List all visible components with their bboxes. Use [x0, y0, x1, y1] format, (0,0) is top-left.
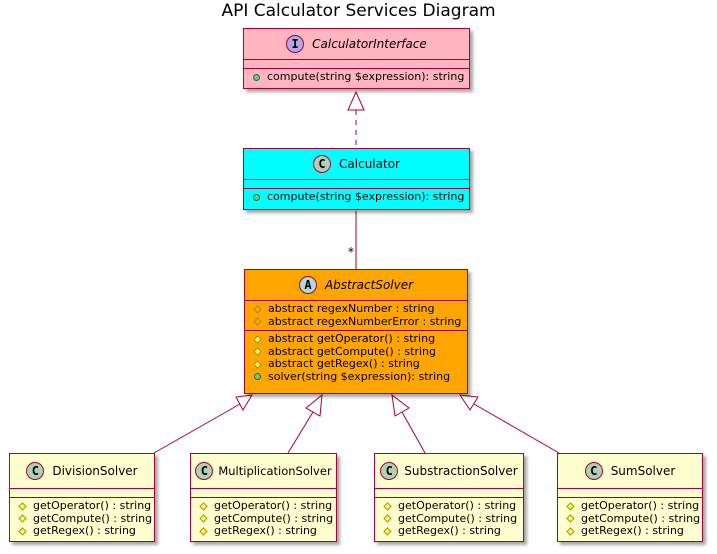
class-header: C MultiplicationSolver	[191, 454, 336, 489]
fields-section	[558, 489, 702, 498]
method-row: getOperator() : string	[566, 499, 699, 513]
class-name: SubstractionSolver	[404, 464, 518, 478]
fields-section	[244, 60, 469, 69]
class-badge-icon: C	[313, 155, 332, 173]
class-badge-icon: C	[195, 462, 214, 480]
field-row: abstract regexNumber : string	[253, 302, 461, 316]
protected-visibility-icon	[253, 347, 262, 356]
method-row: compute(string $expression): string	[252, 190, 464, 204]
method-row: getCompute() : string	[383, 512, 517, 526]
fields-section	[375, 489, 523, 498]
class-name: AbstractSolver	[324, 278, 414, 292]
class-header: C DivisionSolver	[10, 454, 154, 489]
public-visibility-icon	[253, 372, 262, 381]
diagram-title: API Calculator Services Diagram	[221, 1, 496, 21]
method-row: getRegex() : string	[199, 524, 330, 538]
protected-visibility-icon	[253, 360, 262, 369]
methods-section: getOperator() : string getCompute() : st…	[558, 498, 702, 540]
public-visibility-icon	[252, 193, 261, 202]
methods-section: getOperator() : string getCompute() : st…	[375, 498, 523, 540]
fields-section: abstract regexNumber : string abstract r…	[245, 301, 467, 331]
method-row: getCompute() : string	[199, 512, 333, 526]
class-badge-icon: C	[584, 462, 603, 480]
class-name: CalculatorInterface	[312, 37, 427, 51]
method-row: getCompute() : string	[566, 512, 700, 526]
method-row: solver(string $expression): string	[253, 370, 461, 384]
inheritance-edge-substraction	[391, 393, 426, 454]
field-row: abstract regexNumberError : string	[253, 315, 461, 329]
protected-visibility-icon	[566, 514, 575, 523]
method-row: getRegex() : string	[383, 524, 517, 538]
calculator-interface-class[interactable]: I CalculatorInterface compute(string $ex…	[243, 28, 470, 89]
method-row: compute(string $expression): string	[252, 70, 464, 84]
protected-visibility-icon	[199, 514, 208, 523]
protected-visibility-icon	[18, 502, 27, 511]
protected-visibility-icon	[566, 527, 575, 536]
abstract-badge-icon: A	[298, 276, 317, 294]
method-row: getOperator() : string	[383, 499, 517, 513]
fields-section	[244, 180, 469, 189]
method-row: getOperator() : string	[199, 499, 332, 513]
protected-visibility-icon	[18, 527, 27, 536]
method-row: getRegex() : string	[566, 524, 696, 538]
class-badge-icon: C	[380, 462, 399, 480]
sum-solver-class[interactable]: C SumSolver getOperator() : string getCo…	[557, 453, 703, 542]
protected-visibility-icon	[199, 502, 208, 511]
inheritance-edge-sum	[458, 394, 560, 454]
protected-visibility-icon	[383, 514, 392, 523]
division-solver-class[interactable]: C DivisionSolver getOperator() : string …	[9, 453, 155, 542]
class-header: C Calculator	[244, 149, 469, 180]
realization-edge	[347, 90, 365, 148]
method-row: getCompute() : string	[18, 512, 152, 526]
protected-visibility-icon	[253, 335, 262, 344]
methods-section: abstract getOperator() : string abstract…	[245, 331, 467, 385]
protected-visibility-icon	[383, 527, 392, 536]
methods-section: compute(string $expression): string	[244, 69, 469, 86]
public-visibility-icon	[252, 73, 261, 82]
abstract-solver-class[interactable]: A AbstractSolver abstract regexNumber : …	[244, 269, 468, 394]
class-header: A AbstractSolver	[245, 270, 467, 301]
fields-section	[191, 489, 336, 498]
class-badge-icon: C	[26, 462, 45, 480]
class-name: Calculator	[339, 157, 400, 171]
protected-visibility-icon	[18, 514, 27, 523]
inheritance-edge-multiplication	[287, 393, 323, 454]
protected-visibility-icon	[383, 502, 392, 511]
method-row: abstract getOperator() : string	[253, 332, 461, 346]
multiplication-solver-class[interactable]: C MultiplicationSolver getOperator() : s…	[190, 453, 337, 542]
class-name: SumSolver	[610, 464, 676, 478]
class-header: C SubstractionSolver	[375, 454, 523, 489]
multiplicity-label: *	[348, 245, 354, 259]
class-name: DivisionSolver	[52, 464, 138, 478]
class-name: MultiplicationSolver	[218, 464, 332, 478]
method-row: abstract getRegex() : string	[253, 357, 461, 371]
calculator-class[interactable]: C Calculator compute(string $expression)…	[243, 148, 470, 210]
protected-visibility-icon	[253, 317, 262, 326]
substraction-solver-class[interactable]: C SubstractionSolver getOperator() : str…	[374, 453, 524, 542]
interface-badge-icon: I	[286, 35, 305, 53]
inheritance-edge-division	[153, 394, 253, 454]
protected-visibility-icon	[199, 527, 208, 536]
fields-section	[10, 489, 154, 498]
protected-visibility-icon	[253, 305, 262, 314]
method-row: getRegex() : string	[18, 524, 148, 538]
method-row: abstract getCompute() : string	[253, 345, 461, 359]
methods-section: getOperator() : string getCompute() : st…	[10, 498, 154, 540]
methods-section: compute(string $expression): string	[244, 189, 469, 206]
method-row: getOperator() : string	[18, 499, 151, 513]
methods-section: getOperator() : string getCompute() : st…	[191, 498, 336, 540]
class-header: I CalculatorInterface	[244, 29, 469, 60]
protected-visibility-icon	[566, 502, 575, 511]
class-header: C SumSolver	[558, 454, 702, 489]
